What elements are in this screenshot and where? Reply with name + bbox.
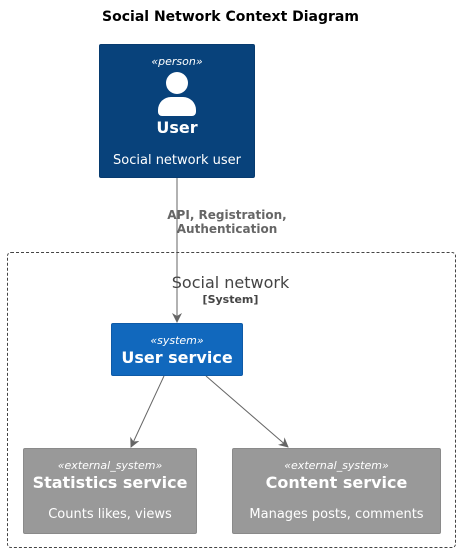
external-system-statistics-node[interactable]: «external_system» Statistics service Cou… [23,448,197,534]
system-name: User service [121,348,233,367]
external-system-description: Manages posts, comments [249,507,424,522]
system-boundary [7,252,456,548]
person-icon-head [166,72,188,94]
external-system-stereotype: «external_system» [57,459,163,472]
external-system-name: Statistics service [32,473,188,492]
system-user-service-node[interactable]: «system» User service [111,323,243,376]
external-system-description: Counts likes, views [48,507,172,522]
relationship-label: API, Registration, Authentication [139,208,315,236]
boundary-type: [System] [202,293,259,306]
person-stereotype: «person» [151,55,203,68]
person-name: User [156,118,198,137]
external-system-stereotype: «external_system» [284,459,389,472]
relationship-label-line2: Authentication [176,222,278,236]
system-stereotype: «system» [150,334,204,347]
relationship-label-line1: API, Registration, [167,208,287,222]
diagram-title: Social Network Context Diagram [102,9,359,25]
person-icon-torso [158,97,196,116]
external-system-name: Content service [265,473,408,492]
person-description: Social network user [113,153,241,168]
relationship-user-service-to-statistics [130,375,165,448]
relationship-user-service-to-content [205,375,289,448]
person-icon [157,72,197,116]
boundary-name: Social network [171,273,290,292]
person-user-node[interactable]: «person» User Social network user [99,44,255,178]
external-system-content-node[interactable]: «external_system» Content service Manage… [232,448,441,534]
